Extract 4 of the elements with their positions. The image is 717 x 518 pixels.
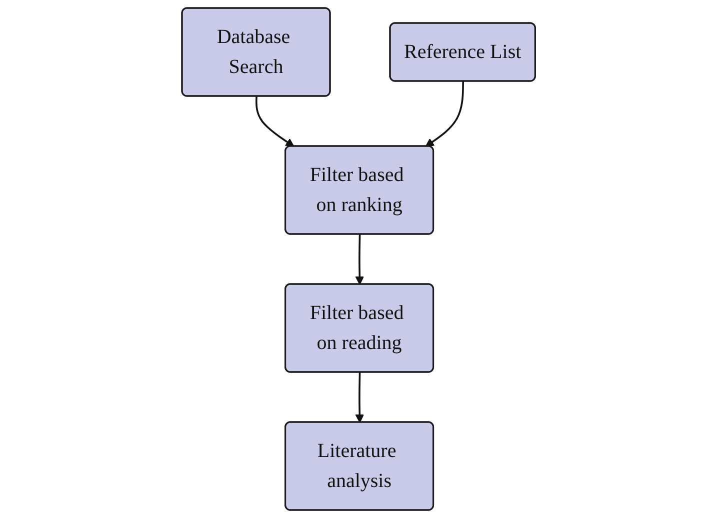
arrow — [355, 372, 364, 423]
arrow — [425, 82, 464, 147]
arrow — [255, 96, 294, 147]
arrow — [355, 234, 364, 285]
